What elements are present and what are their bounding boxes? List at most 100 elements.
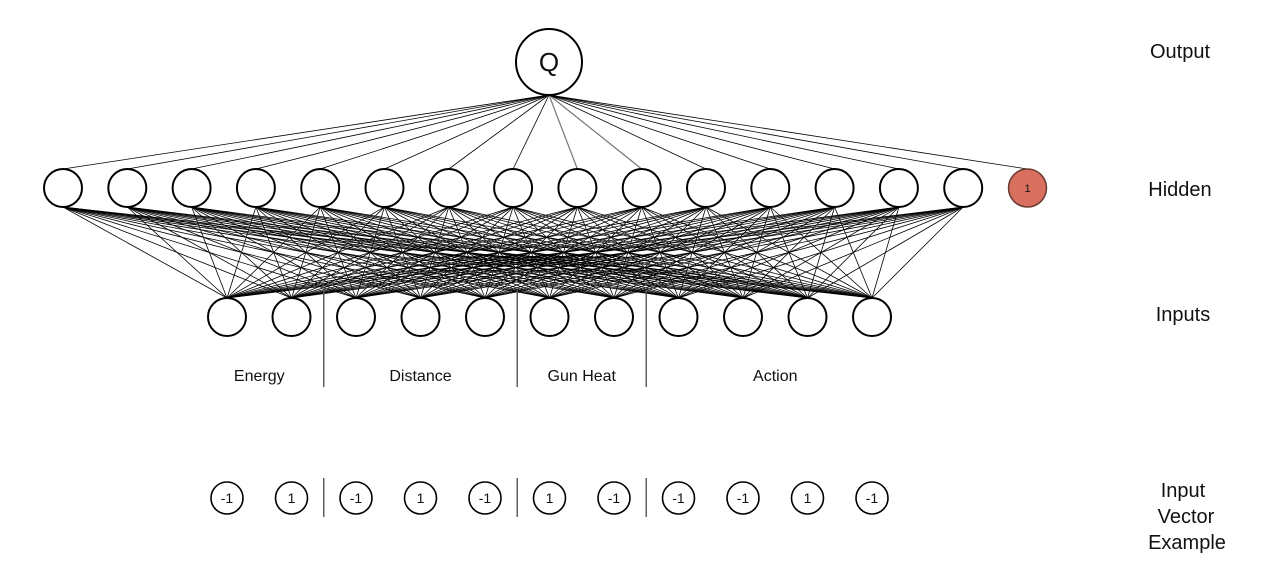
example-node-0	[210, 481, 244, 515]
hidden-node-10	[686, 168, 726, 208]
group-label-1: Distance	[389, 368, 451, 385]
input-node-9	[787, 297, 828, 337]
edge-hidden-13-output	[548, 94, 899, 170]
output-node-q	[515, 28, 583, 96]
group-label-2: Gun Heat	[548, 368, 617, 385]
edge-input-8-hidden-0	[62, 206, 744, 299]
hidden-node-3	[235, 168, 276, 208]
layer-label-hidden: Hidden	[1148, 179, 1211, 201]
edge-hidden-11-output	[548, 94, 771, 170]
edge-input-10-hidden-5	[384, 206, 873, 299]
example-node-9	[790, 481, 825, 515]
edge-input-2-hidden-0	[62, 206, 357, 299]
edge-hidden-6-output	[448, 94, 550, 170]
edge-input-10-hidden-12	[834, 206, 873, 299]
input-node-3	[400, 297, 441, 337]
example-node-6	[597, 481, 631, 515]
example-node-3	[403, 481, 438, 515]
edge-input-10-hidden-14	[871, 206, 964, 299]
hidden-bias-node	[1007, 168, 1048, 208]
example-value-2: -1	[350, 490, 363, 506]
example-value-4: -1	[479, 490, 492, 506]
example-value-0: -1	[221, 490, 234, 506]
hidden-node-2	[171, 168, 212, 208]
output-node-label: Q	[539, 47, 559, 77]
hidden-node-9	[621, 168, 662, 208]
edge-hidden-3-output	[255, 94, 550, 170]
layer-label-example-line2: Vector	[1158, 506, 1215, 528]
hidden-node-12	[814, 168, 855, 208]
layer-label-output: Output	[1150, 41, 1210, 63]
hidden-node-4	[300, 168, 341, 208]
hidden-node-5	[364, 168, 405, 208]
edge-input-9-hidden-0	[62, 206, 808, 299]
input-vector-example: -1 1 -1 1 -1 1 -1 -1 -1 1 -1	[210, 481, 889, 515]
example-node-5	[532, 481, 567, 515]
input-node-4	[465, 297, 505, 337]
hidden-node-13	[878, 168, 919, 208]
edge-hidden-8-output	[548, 94, 578, 170]
layer-label-inputs: Inputs	[1156, 304, 1210, 326]
input-node-6	[594, 297, 634, 337]
layer-label-example-line1: Input	[1161, 480, 1206, 502]
edge-hidden-2-output	[191, 94, 550, 170]
edge-input-5-hidden-0	[62, 206, 550, 299]
edge-input-10-hidden-7	[513, 206, 873, 299]
edge-hidden-14-output	[548, 94, 964, 170]
example-node-8	[726, 481, 760, 515]
group-label-3: Action	[753, 368, 797, 385]
example-value-1: 1	[288, 490, 296, 506]
edge-input-1-hidden-0	[62, 206, 292, 299]
edge-input-10-hidden-11	[770, 206, 873, 299]
example-node-10	[855, 481, 889, 515]
example-value-9: 1	[804, 490, 812, 506]
hidden-node-7	[493, 168, 534, 208]
example-value-6: -1	[608, 490, 621, 506]
edge-hidden-15-output	[548, 94, 1028, 170]
edge-hidden-4-output	[320, 94, 550, 170]
edge-input-10-hidden-8	[577, 206, 873, 299]
edge-input-10-hidden-1	[127, 206, 873, 299]
connection-edges	[62, 94, 1028, 299]
hidden-node-11	[750, 168, 791, 208]
input-group-labels: Energy Distance Gun Heat Action	[234, 368, 798, 385]
group-label-0: Energy	[234, 368, 285, 385]
layer-label-example-line3: Example	[1148, 532, 1226, 554]
network-nodes: Q1	[43, 28, 1048, 337]
edge-input-7-hidden-0	[62, 206, 679, 299]
edge-input-10-hidden-2	[191, 206, 873, 299]
hidden-node-0	[43, 168, 83, 208]
hidden-bias-label: 1	[1024, 183, 1030, 195]
edge-input-3-hidden-0	[62, 206, 421, 299]
edge-input-4-hidden-0	[62, 206, 486, 299]
example-value-3: 1	[417, 490, 425, 506]
input-node-5	[529, 297, 570, 337]
edge-input-10-hidden-6	[448, 206, 873, 299]
edge-input-10-hidden-0	[62, 206, 873, 299]
example-node-4	[468, 481, 502, 515]
edge-input-10-hidden-3	[255, 206, 873, 299]
input-node-2	[336, 297, 376, 337]
edge-input-0-hidden-0	[62, 206, 228, 299]
example-value-10: -1	[866, 490, 879, 506]
input-node-10	[852, 297, 892, 337]
edge-input-10-hidden-9	[641, 206, 873, 299]
group-dividers	[323, 290, 647, 517]
input-node-8	[723, 297, 763, 337]
example-node-2	[339, 481, 373, 515]
hidden-node-8	[557, 168, 598, 208]
edge-hidden-5-output	[384, 94, 550, 170]
input-node-1	[271, 297, 312, 337]
example-value-5: 1	[546, 490, 554, 506]
edge-input-10-hidden-10	[705, 206, 873, 299]
example-node-7	[661, 481, 696, 515]
edge-input-10-hidden-13	[871, 206, 900, 299]
example-value-8: -1	[737, 490, 750, 506]
edge-hidden-1-output	[127, 94, 550, 170]
input-node-0	[207, 297, 247, 337]
hidden-node-1	[107, 168, 148, 208]
edge-hidden-7-output	[512, 94, 550, 170]
example-value-7: -1	[672, 490, 685, 506]
hidden-node-14	[943, 168, 984, 208]
